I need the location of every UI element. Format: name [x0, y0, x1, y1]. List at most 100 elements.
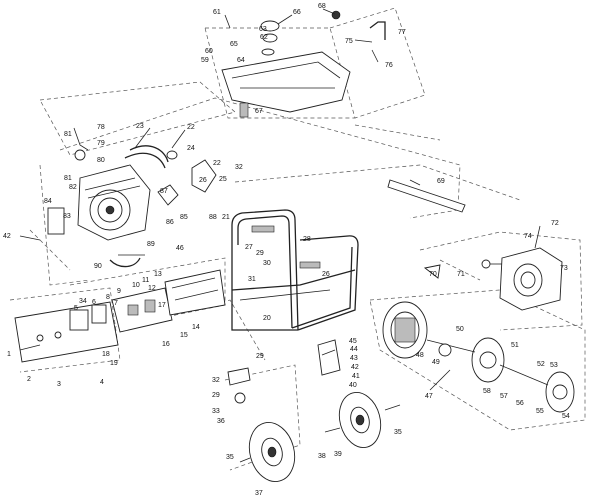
callout-16: 16	[162, 341, 170, 348]
callout-4: 4	[100, 379, 104, 386]
callout-39: 39	[334, 451, 342, 458]
engine-assembly	[47, 127, 217, 268]
callout-labels: 1 2 3 4 5 6 7 8 9 10 11 12 13 14 15 16 1…	[3, 3, 570, 497]
callout-68: 68	[318, 3, 326, 10]
callout-32-a: 32	[235, 164, 243, 171]
callout-49: 49	[432, 359, 440, 366]
callout-46: 46	[176, 245, 184, 252]
callout-35-b: 35	[226, 454, 234, 461]
callout-6: 6	[92, 299, 96, 306]
callout-14: 14	[192, 324, 200, 331]
callout-48: 48	[416, 352, 424, 359]
callout-55: 55	[536, 408, 544, 415]
callout-86: 86	[166, 219, 174, 226]
callout-79: 79	[97, 140, 105, 147]
callout-76: 76	[385, 62, 393, 69]
callout-42-b: 42	[351, 364, 359, 371]
callout-56: 56	[516, 400, 524, 407]
control-panel	[14, 269, 226, 363]
callout-90: 90	[94, 263, 102, 270]
callout-52: 52	[537, 361, 545, 368]
callout-13: 13	[154, 271, 162, 278]
callout-72: 72	[551, 220, 559, 227]
callout-62: 62	[260, 34, 268, 41]
callout-53: 53	[550, 362, 558, 369]
callout-61: 61	[213, 9, 221, 16]
callout-24: 24	[187, 145, 195, 152]
wheels	[239, 392, 401, 482]
callout-81-a: 81	[64, 131, 72, 138]
callout-66: 66	[293, 9, 301, 16]
callout-69: 69	[437, 178, 445, 185]
callout-32-b: 32	[212, 377, 220, 384]
callout-37: 37	[255, 490, 263, 497]
callout-74: 74	[524, 233, 532, 240]
callout-58: 58	[483, 388, 491, 395]
callout-89: 89	[147, 241, 155, 248]
callout-84: 84	[44, 198, 52, 205]
callout-25: 25	[219, 176, 227, 183]
callout-75: 75	[345, 38, 353, 45]
callout-23: 23	[136, 123, 144, 130]
callout-78: 78	[97, 124, 105, 131]
misc-parts	[227, 179, 466, 404]
leader-lines	[19, 8, 541, 391]
callout-38: 38	[318, 453, 326, 460]
callout-83: 83	[63, 213, 71, 220]
callout-40: 40	[349, 382, 357, 389]
callout-29-b: 29	[256, 353, 264, 360]
callout-77: 77	[398, 29, 406, 36]
muffler-assembly	[481, 247, 563, 311]
callout-57: 57	[500, 393, 508, 400]
callout-29-a: 29	[256, 250, 264, 257]
callout-88: 88	[209, 214, 217, 221]
callout-41: 41	[352, 373, 360, 380]
callout-10: 10	[132, 282, 140, 289]
callout-26-b: 26	[322, 271, 330, 278]
callout-8: 8	[106, 294, 110, 301]
callout-11: 11	[142, 277, 149, 284]
callout-12: 12	[148, 285, 156, 292]
callout-31: 31	[248, 276, 256, 283]
callout-70: 70	[429, 271, 437, 278]
callout-22-a: 22	[187, 124, 195, 131]
callout-19: 19	[110, 360, 118, 367]
callout-5: 5	[74, 305, 78, 312]
callout-80: 80	[97, 157, 105, 164]
callout-87: 87	[160, 188, 168, 195]
callout-2: 2	[27, 376, 31, 383]
callout-59: 59	[201, 57, 209, 64]
callout-15: 15	[180, 332, 188, 339]
callout-82: 82	[69, 184, 77, 191]
callout-47: 47	[425, 393, 433, 400]
callout-28: 28	[303, 236, 311, 243]
callout-51: 51	[511, 342, 519, 349]
callout-7: 7	[114, 300, 118, 307]
callout-20: 20	[263, 315, 271, 322]
callout-27: 27	[245, 244, 253, 251]
callout-30: 30	[263, 260, 271, 267]
alternator-assembly	[382, 301, 575, 413]
callout-9: 9	[117, 288, 121, 295]
callout-85: 85	[180, 214, 188, 221]
callout-45: 45	[349, 338, 357, 345]
callout-54: 54	[562, 413, 570, 420]
callout-73: 73	[560, 265, 568, 272]
callout-21: 21	[222, 214, 230, 221]
callout-22-b: 22	[213, 160, 221, 167]
callout-34: 34	[79, 298, 87, 305]
callout-81-b: 81	[64, 175, 72, 182]
callout-63: 63	[259, 26, 267, 33]
callout-67: 67	[255, 108, 263, 115]
callout-17: 17	[158, 302, 166, 309]
callout-60: 60	[205, 48, 213, 55]
fuel-tank-assembly	[221, 10, 386, 118]
callout-1: 1	[7, 351, 11, 358]
callout-18: 18	[102, 351, 110, 358]
callout-36: 36	[217, 418, 225, 425]
tubular-frame	[231, 209, 359, 331]
callout-43: 43	[350, 355, 358, 362]
callout-44: 44	[350, 346, 358, 353]
callout-3: 3	[57, 381, 61, 388]
